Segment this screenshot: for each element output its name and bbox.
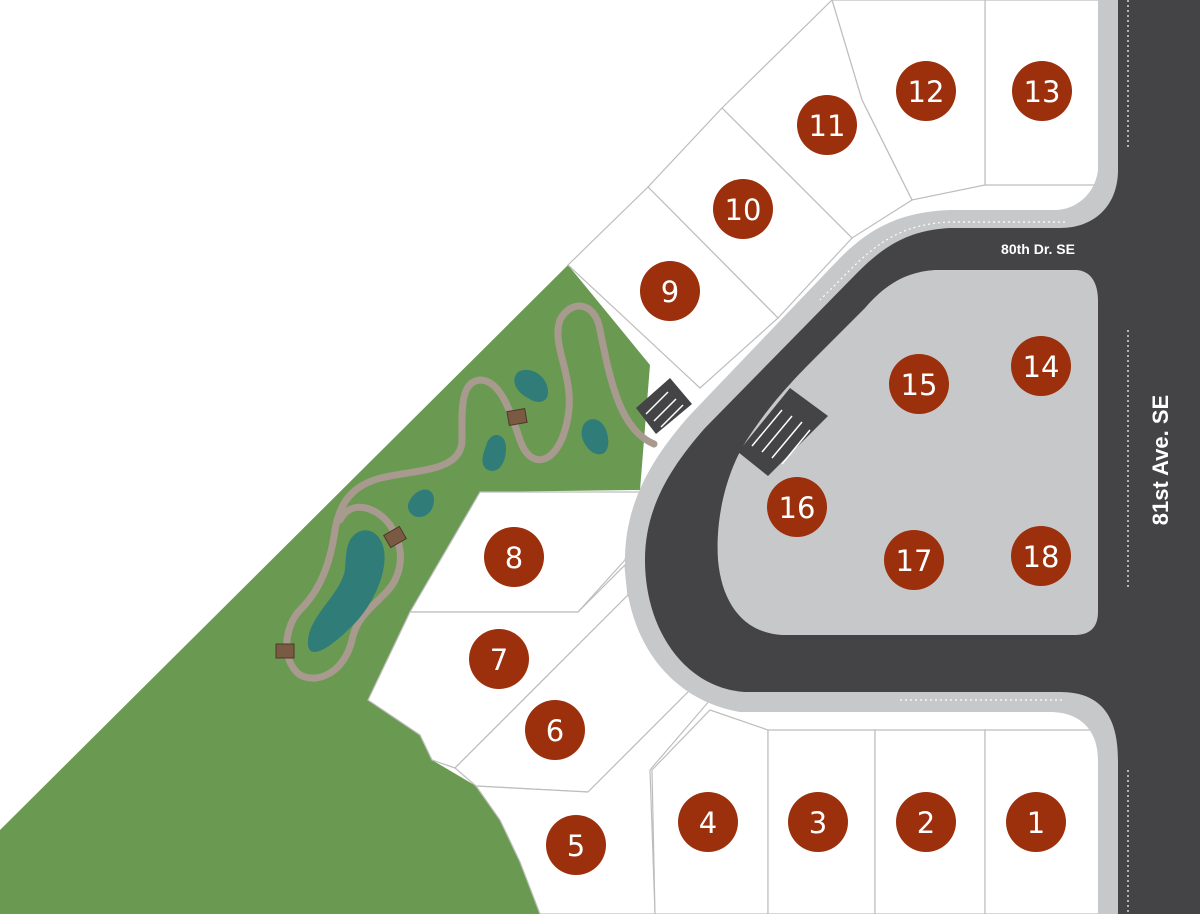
lot-number: 6: [546, 714, 564, 748]
lot-18-badge[interactable]: 18: [1011, 526, 1071, 586]
pond-5: [307, 530, 385, 653]
lot-number: 18: [1023, 540, 1060, 574]
lot-16-badge[interactable]: 16: [767, 477, 827, 537]
lot-number: 5: [567, 829, 585, 863]
lot-9-badge[interactable]: 9: [640, 261, 700, 321]
roads: [625, 0, 1200, 914]
lot-number: 9: [661, 275, 679, 309]
bench-icon: [275, 643, 295, 659]
bench-icons: [275, 407, 528, 659]
lot-8-badge[interactable]: 8: [484, 527, 544, 587]
lot-15-badge[interactable]: 15: [889, 354, 949, 414]
lot-number: 15: [901, 368, 938, 402]
lot-badge-circle: [469, 629, 529, 689]
lot-badge-circle: [896, 61, 956, 121]
lot-number: 11: [809, 109, 846, 143]
lot-badge-circle: [678, 792, 738, 852]
lot-number: 17: [896, 544, 933, 578]
lot-badge-circle: [884, 530, 944, 590]
lot-badge-circle: [640, 261, 700, 321]
lot-17-badge[interactable]: 17: [884, 530, 944, 590]
lot-badge-circle: [546, 815, 606, 875]
lot-4-badge[interactable]: 4: [678, 792, 738, 852]
bench-icon: [506, 407, 528, 427]
lot-number: 14: [1023, 350, 1060, 384]
lot-14-badge[interactable]: 14: [1011, 336, 1071, 396]
lot-badge-circle: [1012, 61, 1072, 121]
lot-number: 1: [1027, 806, 1045, 840]
lot-badge-circle: [896, 792, 956, 852]
pond-1: [514, 369, 548, 402]
lot-13-badge[interactable]: 13: [1012, 61, 1072, 121]
lot-2-badge[interactable]: 2: [896, 792, 956, 852]
walking-trail: [283, 302, 658, 682]
lot-7-badge[interactable]: 7: [469, 629, 529, 689]
lot-number: 8: [505, 541, 523, 575]
bench-icon: [383, 525, 407, 549]
pond-3: [482, 434, 506, 471]
ponds: [307, 369, 609, 653]
lot-badge-circle: [484, 527, 544, 587]
lot-number: 16: [779, 491, 816, 525]
lot-badge-circle: [713, 179, 773, 239]
street-label-81st-ave: 81st Ave. SE: [1148, 395, 1173, 525]
lot-badge-circle: [1006, 792, 1066, 852]
lot-11-badge[interactable]: 11: [797, 95, 857, 155]
lot-number: 4: [699, 806, 717, 840]
lot-badge-circle: [1011, 336, 1071, 396]
lot-1-badge[interactable]: 1: [1006, 792, 1066, 852]
lot-6-badge[interactable]: 6: [525, 700, 585, 760]
lot-badge-circle: [797, 95, 857, 155]
lot-badge-circle: [525, 700, 585, 760]
lot-5-badge[interactable]: 5: [546, 815, 606, 875]
sidewalk-lines: [819, 0, 1129, 914]
lot-10-badge[interactable]: 10: [713, 179, 773, 239]
lot-3-badge[interactable]: 3: [788, 792, 848, 852]
pond-2: [581, 419, 609, 455]
lot-badge-circle: [767, 477, 827, 537]
lot-number: 10: [725, 193, 762, 227]
parking-stripes: [636, 378, 828, 476]
lot-number: 2: [917, 806, 935, 840]
lot-badge-circle: [889, 354, 949, 414]
lot-number: 3: [809, 806, 827, 840]
lot-number: 13: [1024, 75, 1061, 109]
lot-12-badge[interactable]: 12: [896, 61, 956, 121]
lot-number: 7: [490, 643, 508, 677]
lot-badge-circle: [1011, 526, 1071, 586]
pond-4: [407, 489, 434, 518]
lot-number: 12: [908, 75, 945, 109]
lot-badge-circle: [788, 792, 848, 852]
street-label-80th-dr: 80th Dr. SE: [1001, 241, 1075, 257]
